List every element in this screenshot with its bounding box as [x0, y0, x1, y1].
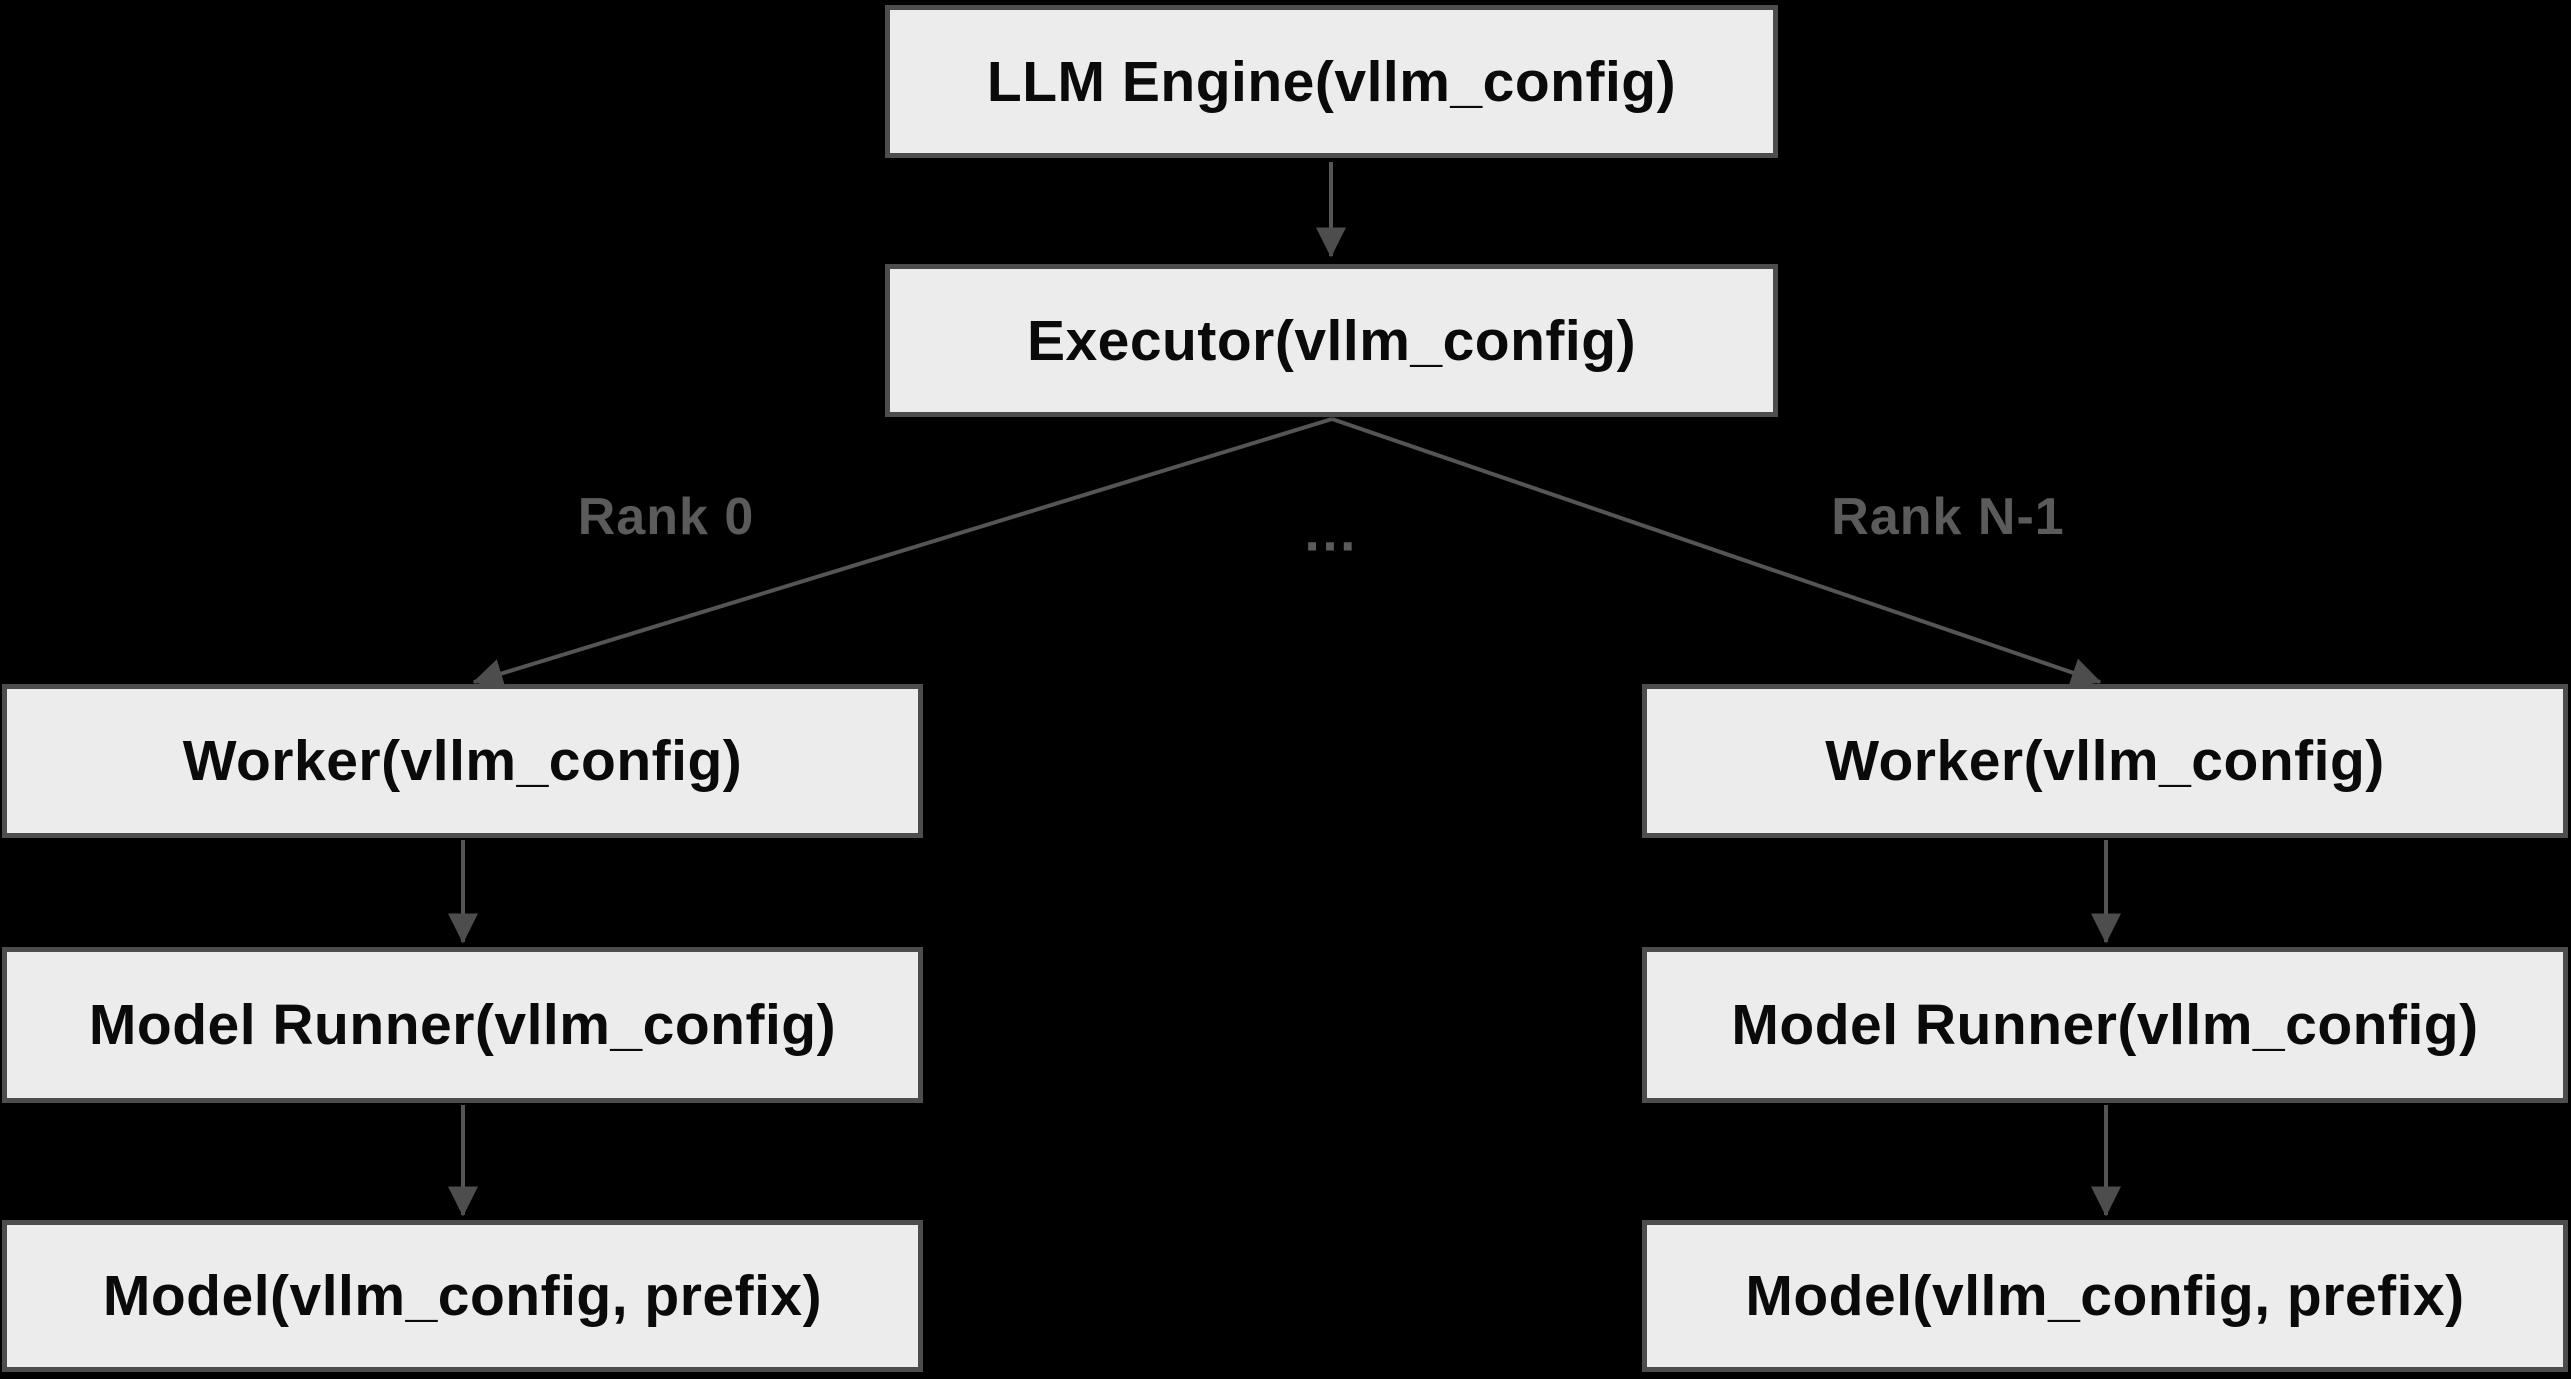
- node-worker-rank-0: Worker(vllm_config): [2, 684, 923, 838]
- node-llm-engine: LLM Engine(vllm_config): [885, 5, 1778, 158]
- edge-label-rank-n-1: Rank N-1: [1831, 488, 2065, 546]
- edge-label-rank-0: Rank 0: [577, 488, 755, 546]
- node-executor: Executor(vllm_config): [885, 264, 1778, 417]
- edge-executor-to-worker-left: [472, 417, 1333, 688]
- edge-executor-to-worker-right: [1331, 417, 2102, 687]
- node-model-runner-rank-0: Model Runner(vllm_config): [2, 947, 923, 1103]
- node-model-rank-n-1: Model(vllm_config, prefix): [1642, 1220, 2568, 1372]
- node-model-rank-0: Model(vllm_config, prefix): [2, 1220, 923, 1372]
- node-model-runner-rank-n-1: Model Runner(vllm_config): [1642, 947, 2568, 1103]
- node-worker-rank-n-1: Worker(vllm_config): [1642, 684, 2568, 838]
- edge-label-ellipsis: …: [1302, 499, 1360, 563]
